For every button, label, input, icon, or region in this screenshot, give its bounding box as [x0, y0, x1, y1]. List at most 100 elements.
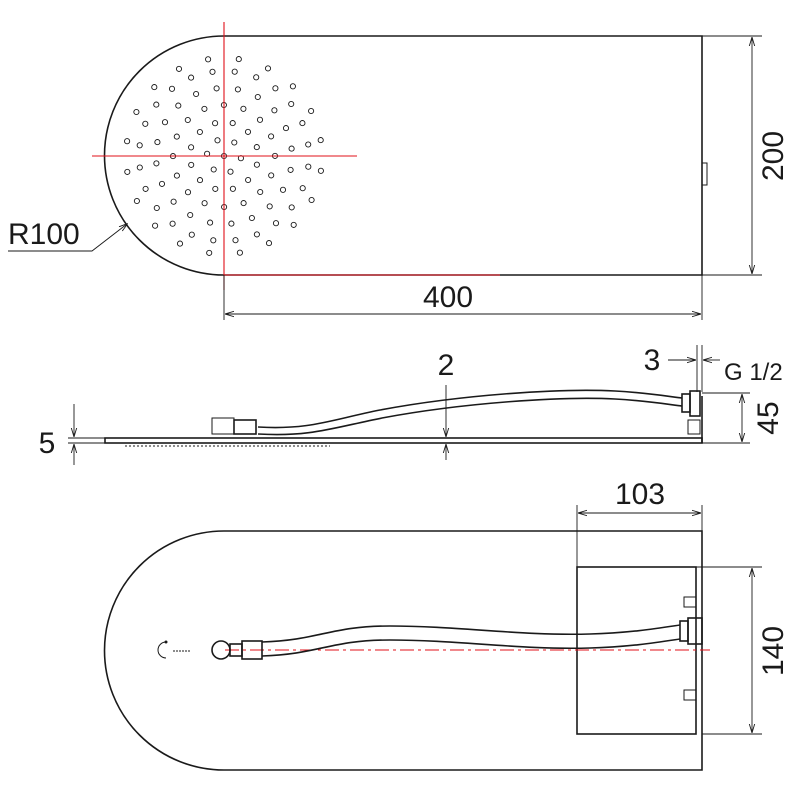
nozzle-hole	[257, 188, 264, 196]
nozzle-hole	[188, 161, 195, 168]
nozzle-hole	[193, 90, 200, 98]
nozzle-hole	[289, 83, 296, 90]
bottom-view: 103 140	[103, 478, 790, 771]
hose-upper	[257, 389, 683, 429]
nozzle-hole	[161, 119, 169, 126]
nozzle-hole	[268, 133, 275, 140]
nozzle-hole	[317, 167, 324, 174]
nozzle-hole	[248, 214, 255, 222]
nozzle-hole	[299, 185, 306, 192]
dim-label-3: 3	[644, 344, 661, 377]
nozzle-hole	[290, 221, 297, 228]
thread-label: G 1/2	[724, 359, 783, 386]
nozzle-hole	[154, 139, 161, 146]
dim-label-radius: R100	[8, 218, 80, 251]
dim-label-45: 45	[752, 401, 785, 434]
side-view: 2 3 G 1/2 45 5	[39, 344, 785, 465]
nozzle-hole	[266, 203, 273, 210]
nozzle-hole	[253, 74, 260, 81]
connector-nub	[701, 162, 708, 186]
nozzle-hole	[317, 137, 324, 144]
nozzle-hole	[142, 120, 149, 127]
nozzle-hole	[175, 102, 182, 109]
nozzle-hole	[308, 196, 315, 204]
nozzle-hole	[299, 120, 306, 127]
nozzle-hole	[201, 200, 208, 207]
hose-bottom-lower	[261, 638, 681, 657]
dim-label-200: 200	[757, 131, 790, 181]
nozzle-hole	[136, 142, 143, 149]
nozzle-hole	[288, 100, 295, 108]
nozzle-hole	[188, 144, 195, 151]
dim-label-103: 103	[615, 478, 665, 511]
nozzle-hole	[173, 172, 180, 179]
nozzle-hole	[235, 56, 242, 63]
nozzle-hole	[170, 198, 177, 205]
nozzle-hole	[271, 107, 278, 114]
nozzle-hole	[124, 168, 131, 175]
hose-lower	[257, 397, 683, 436]
nozzle-hole	[308, 107, 315, 115]
bracket-lug-top	[683, 596, 697, 608]
nozzle-hole	[231, 139, 238, 146]
nozzle-hole	[228, 220, 235, 227]
ball-joint-nut	[241, 640, 263, 660]
wall-connector-body	[689, 390, 701, 417]
dim-label-2: 2	[438, 349, 455, 382]
nozzle-hole	[142, 185, 149, 192]
nozzle-hole	[256, 116, 264, 123]
nozzle-hole	[234, 86, 241, 93]
nozzle-hole	[272, 220, 280, 227]
nozzle-hole	[264, 65, 272, 72]
nozzle-hole	[175, 65, 183, 72]
side-plate	[104, 437, 703, 444]
radius-leader	[8, 224, 127, 252]
nozzle-hole	[169, 220, 176, 227]
nozzle-hole	[209, 68, 216, 75]
nozzle-hole	[207, 219, 214, 226]
wall-connector-nut	[681, 393, 691, 413]
nozzle-hole	[196, 128, 203, 136]
nozzle-hole	[153, 204, 160, 212]
nozzle-hole	[282, 125, 290, 132]
nozzle-hole	[245, 176, 252, 184]
top-view: 200 400 R100	[8, 22, 790, 320]
nozzle-hole	[240, 105, 247, 112]
nozzle-hole	[188, 74, 195, 81]
top-view-outline	[103, 35, 703, 276]
nozzle-hole	[176, 240, 184, 247]
nozzle-hole	[152, 222, 159, 229]
wall-connector-nut-bottom	[679, 620, 689, 642]
nozzle-hole	[305, 163, 312, 170]
nozzle-hole	[196, 177, 204, 184]
nozzle-hole	[240, 200, 247, 207]
nozzle-hole	[151, 84, 158, 91]
bracket-lug-bottom	[683, 689, 697, 701]
nozzle-hole	[305, 141, 312, 148]
nozzle-hole	[287, 166, 294, 173]
nozzle-hole	[244, 128, 252, 135]
inlet-nut	[233, 419, 257, 435]
inlet-box	[211, 417, 235, 435]
nozzle-hole	[253, 144, 260, 151]
nozzle-hole	[136, 164, 143, 171]
nozzle-hole	[158, 180, 166, 187]
nozzle-hole	[214, 137, 221, 144]
dim-label-400: 400	[423, 281, 473, 314]
dim-label-140: 140	[757, 626, 790, 676]
hose-bottom-upper	[261, 624, 681, 643]
nozzle-hole	[272, 85, 279, 92]
bottom-view-outline	[103, 530, 703, 771]
nozzle-hole	[212, 120, 219, 127]
nozzle-hole	[231, 68, 238, 75]
nozzle-hole	[268, 172, 275, 179]
nozzle-hole	[153, 160, 160, 167]
nozzle-hole	[227, 168, 234, 175]
nozzle-hole	[229, 120, 236, 127]
nozzle-hole	[253, 161, 260, 168]
nozzle-hole	[153, 101, 160, 108]
nozzle-hole	[184, 189, 192, 196]
wall-connector-body-bottom	[687, 617, 703, 645]
nozzle-hole	[210, 237, 217, 244]
